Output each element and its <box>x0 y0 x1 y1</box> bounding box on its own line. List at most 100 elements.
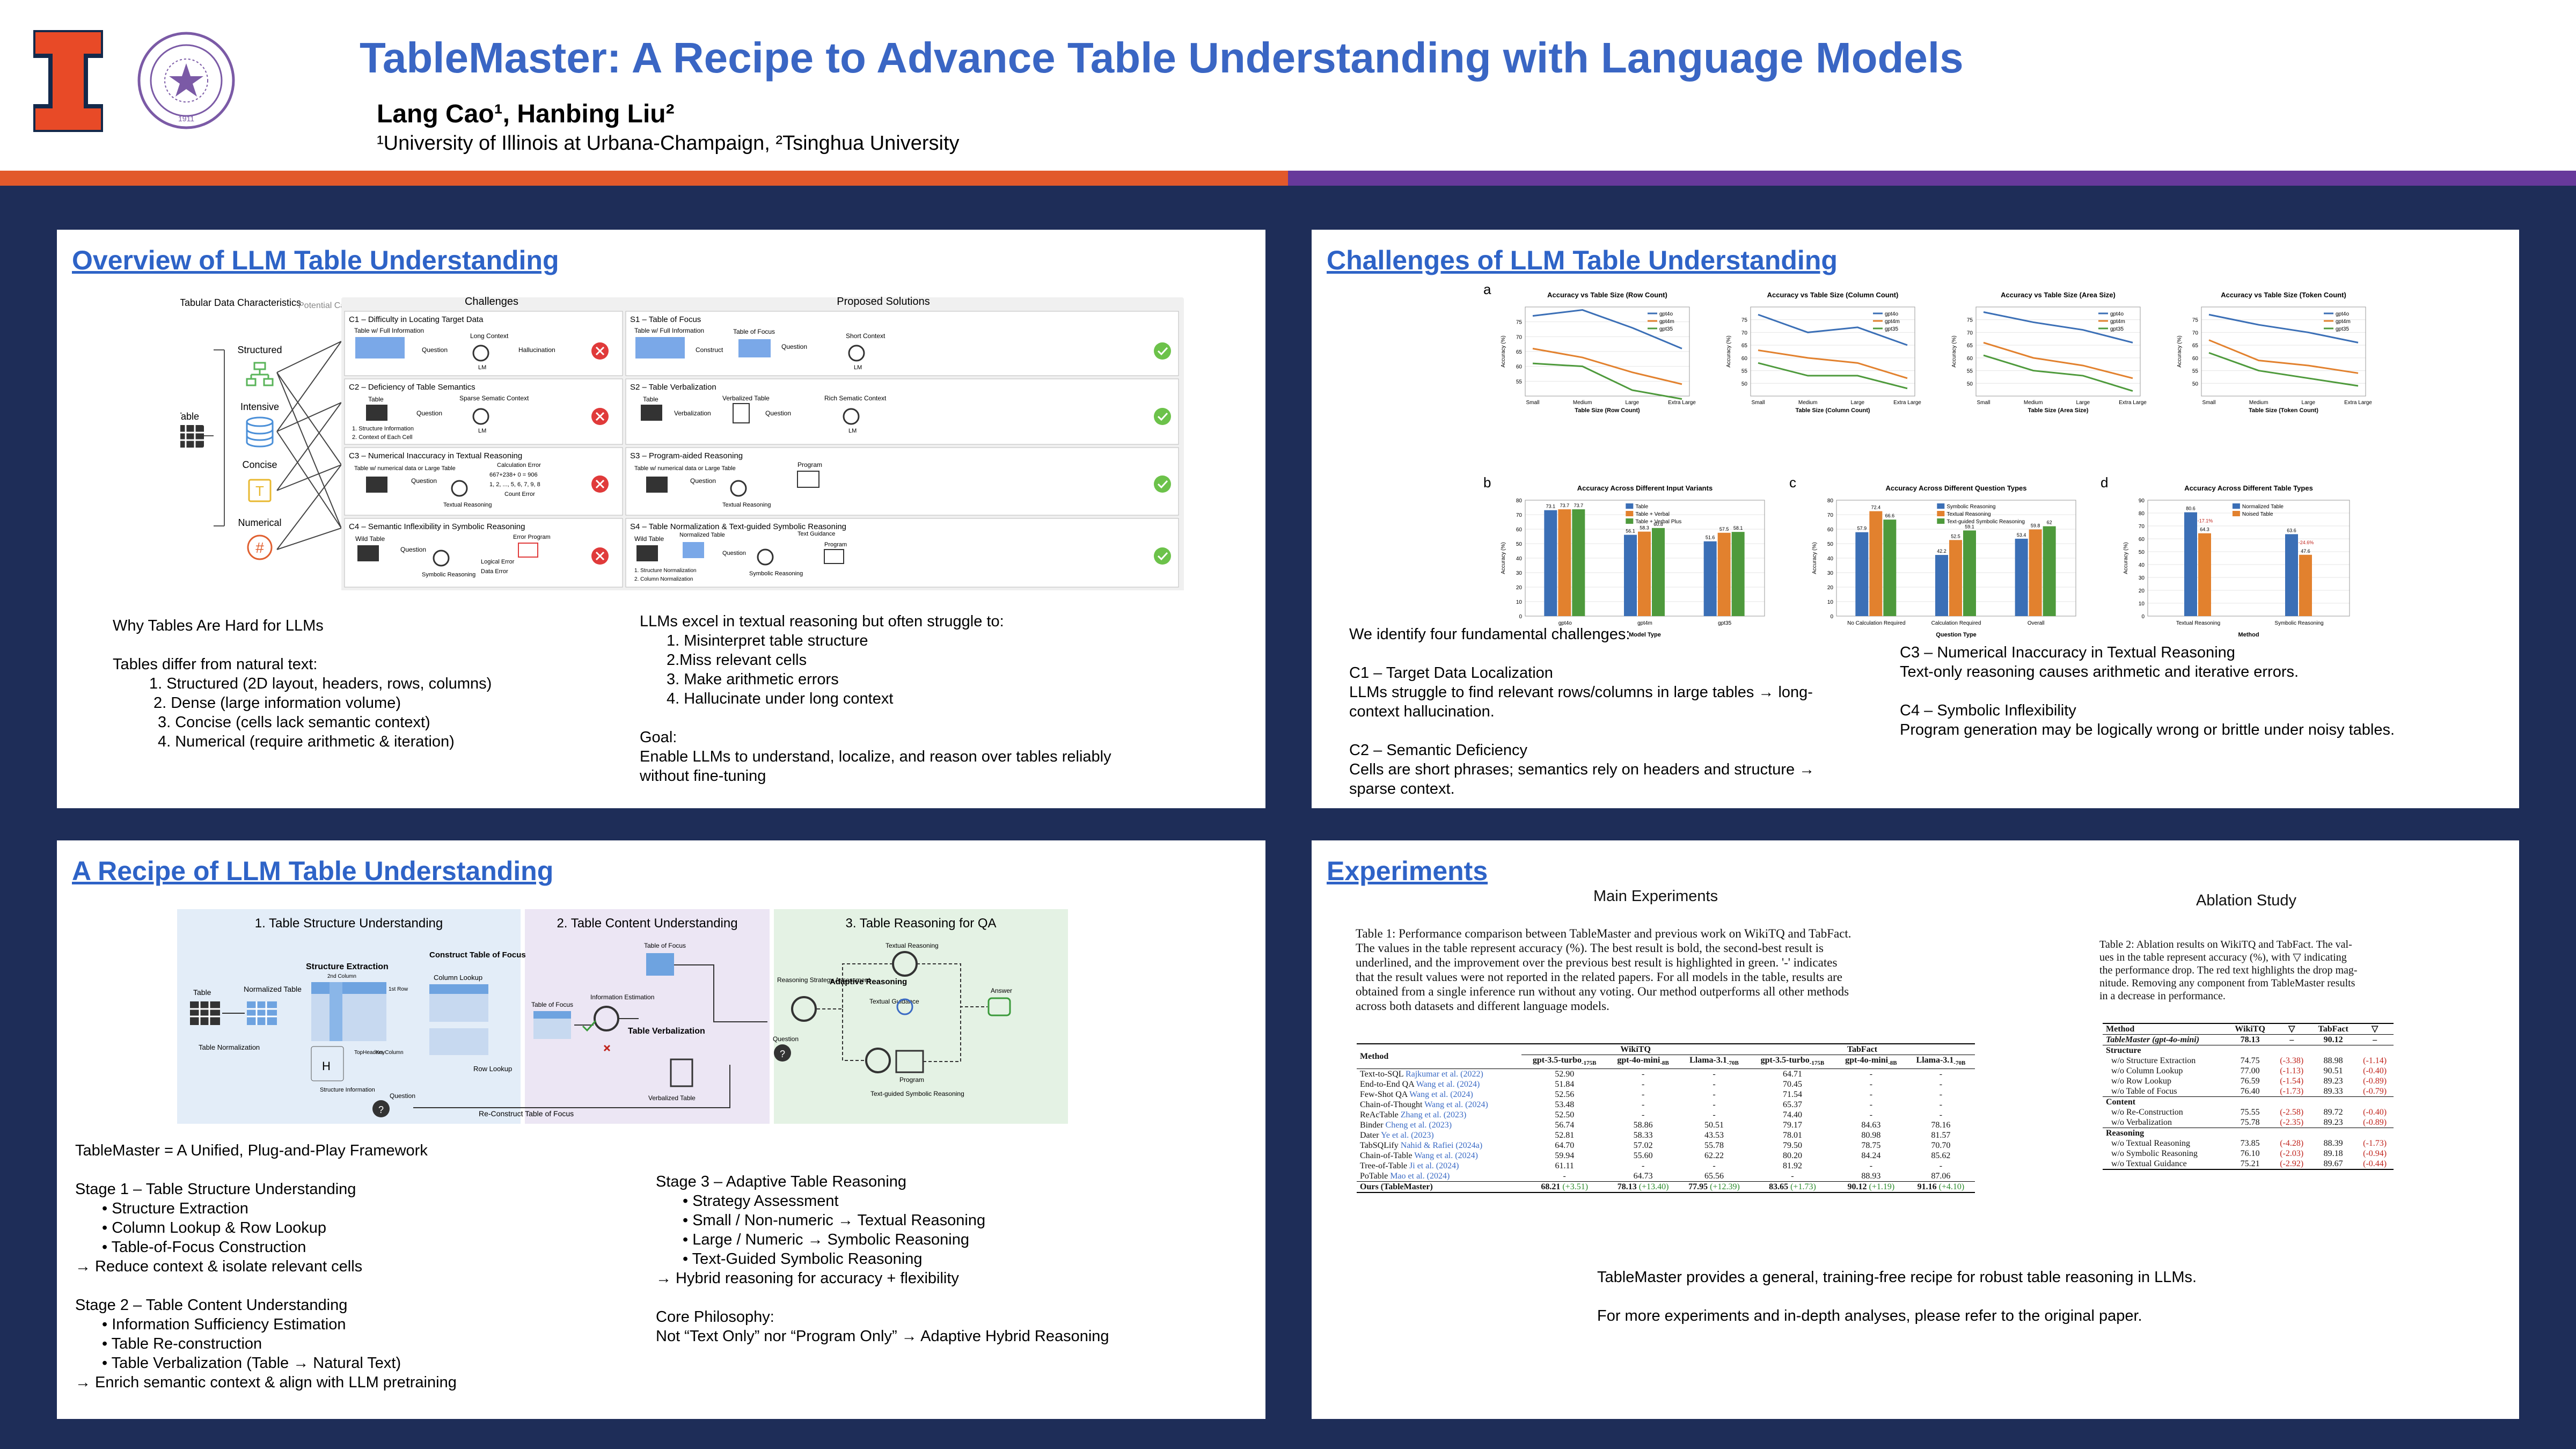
bar-value-label: 42.2 <box>1937 548 1946 554</box>
y-tick-label: 10 <box>2139 601 2145 607</box>
svg-text:LM: LM <box>478 364 486 371</box>
x-tick-label: Small <box>1526 400 1539 406</box>
recipe-figure: 1. Table Structure Understanding 2. Tabl… <box>177 909 1068 1124</box>
y-tick-label: 50 <box>2192 381 2199 387</box>
char-numerical: Numerical <box>238 517 281 528</box>
bar-value-label: 51.6 <box>1706 535 1715 540</box>
y-tick-label: 65 <box>2192 343 2199 349</box>
y-tick-label: 80 <box>1516 498 1523 504</box>
bar-value-label: 62 <box>2047 520 2052 525</box>
y-tick-label: 20 <box>2139 588 2145 594</box>
bar-value-label: 80.6 <box>2186 506 2196 511</box>
x-tick-label: Medium <box>2249 400 2268 406</box>
recipe-left-text: TableMaster = A Unified, Plug-and-Play F… <box>75 1142 457 1391</box>
overview-figure: Tabular Data Characteristics Potential C… <box>180 296 1184 590</box>
svg-text:KeyColumn: KeyColumn <box>376 1050 404 1056</box>
bar <box>1855 532 1869 616</box>
challenges-title: Challenges of LLM Table Understanding <box>1327 245 1838 275</box>
stage3-box <box>774 909 1068 1124</box>
text-icon: T <box>248 479 272 502</box>
svg-text:Sparse Sematic Context: Sparse Sematic Context <box>459 394 529 402</box>
svg-text:1, 2, ..., 5, 6, 7, 9, 8: 1, 2, ..., 5, 6, 7, 9, 8 <box>489 481 540 488</box>
svg-text:Short Context: Short Context <box>846 332 885 340</box>
stage3-title: 3. Table Reasoning for QA <box>845 916 996 931</box>
x-tick-label: gpt35 <box>1718 620 1731 626</box>
svg-text:Text Guidance: Text Guidance <box>797 531 835 537</box>
svg-text:Logical Error: Logical Error <box>481 559 515 565</box>
overview-title: Overview of LLM Table Understanding <box>72 245 559 275</box>
col-header: gpt-4o-mini-8B <box>1607 1055 1679 1070</box>
y-tick-label: 10 <box>1516 599 1523 605</box>
svg-text:Answer: Answer <box>991 987 1012 994</box>
y-axis-label: Accuracy (%) <box>1501 542 1506 574</box>
col-header: Method <box>2103 1023 2227 1035</box>
plot-frame <box>1975 306 2141 397</box>
y-tick-label: 0 <box>1830 614 1833 620</box>
chart-title: Accuracy Across Different Question Types <box>1886 484 2027 492</box>
svg-text:Re-Construct Table of Focus: Re-Construct Table of Focus <box>479 1109 574 1118</box>
database-icon <box>246 416 274 448</box>
solutions-header: Proposed Solutions <box>837 296 930 308</box>
svg-text:Normalized Table: Normalized Table <box>244 985 302 993</box>
challenge-row-3: C3 – Numerical Inaccuracy in Textual Rea… <box>344 447 1179 516</box>
bar <box>1731 532 1745 616</box>
svg-text:2nd Column: 2nd Column <box>327 974 356 979</box>
svg-text:1. Structure Normalization: 1. Structure Normalization <box>634 568 697 574</box>
x-axis-label: Table Size (Area Size) <box>2028 407 2089 414</box>
header-band-orange <box>0 171 1288 186</box>
legend-label: gpt4m <box>2336 319 2351 325</box>
tabular-char-title: Tabular Data Characteristics <box>180 297 301 308</box>
legend-label: gpt35 <box>1885 326 1898 332</box>
ablation-heading: Ablation Study <box>2196 892 2297 909</box>
y-tick-label: 50 <box>1827 541 1834 547</box>
bar-value-label: 57.5 <box>1719 526 1729 532</box>
svg-text:S3 – Program-aided Reasoning: S3 – Program-aided Reasoning <box>630 451 743 460</box>
svg-text:Table w/ numerical data or Lar: Table w/ numerical data or Large Table <box>354 465 456 472</box>
y-axis-label: Accuracy (%) <box>1812 542 1818 574</box>
svg-text:Program: Program <box>899 1076 924 1084</box>
challenges-left-text: We identify four fundamental challenges:… <box>1349 626 1815 797</box>
series-line <box>1532 309 1682 349</box>
poster-title: TableMaster: A Recipe to Advance Table U… <box>360 34 1964 82</box>
y-tick-label: 20 <box>1827 585 1834 591</box>
svg-text:Textual Reasoning: Textual Reasoning <box>722 502 771 508</box>
bar-value-label: 58.3 <box>1640 525 1649 531</box>
charts-figure: a b c d Accuracy vs Table Size (Row Coun… <box>1483 283 2372 638</box>
svg-text:Verbalization: Verbalization <box>674 409 711 417</box>
y-axis-label: Accuracy (%) <box>2177 335 2183 367</box>
svg-text:Structure Extraction: Structure Extraction <box>306 962 389 971</box>
y-axis-label: Accuracy (%) <box>1726 335 1732 367</box>
x-tick-label: gpt4o <box>1558 620 1572 626</box>
x-tick-label: Extra Large <box>1893 400 1921 406</box>
bar-value-label: 66.6 <box>1885 513 1895 518</box>
y-tick-label: 30 <box>1827 570 1834 576</box>
svg-text:Table: Table <box>643 396 658 403</box>
bar <box>2285 534 2298 616</box>
main-exp-heading: Main Experiments <box>1593 888 1718 905</box>
x-axis-label: Table Size (Column Count) <box>1795 407 1870 414</box>
svg-text:Hallucination: Hallucination <box>518 346 555 354</box>
y-tick-label: 60 <box>2192 356 2199 362</box>
plot-frame <box>1750 306 1915 397</box>
svg-text:S4 – Table Normalization & Tex: S4 – Table Normalization & Text-guided S… <box>630 522 846 531</box>
bar <box>2184 512 2197 616</box>
series-line <box>1758 362 1908 390</box>
hash-icon: # <box>247 535 273 560</box>
svg-text:Question: Question <box>400 546 426 553</box>
svg-text:Calculation Error: Calculation Error <box>497 462 541 469</box>
y-tick-label: 75 <box>1516 320 1523 326</box>
col-header: gpt-3.5-turbo-175B <box>1521 1055 1608 1070</box>
x-tick-label: Extra Large <box>1668 400 1696 406</box>
svg-text:Question: Question <box>773 1035 799 1043</box>
bar-value-label: 72.4 <box>1871 505 1881 510</box>
bar <box>2015 538 2028 616</box>
svg-text:Question: Question <box>781 343 807 350</box>
x-tick-label: Medium <box>1573 400 1592 406</box>
panel-letter-b: b <box>1483 474 1491 491</box>
